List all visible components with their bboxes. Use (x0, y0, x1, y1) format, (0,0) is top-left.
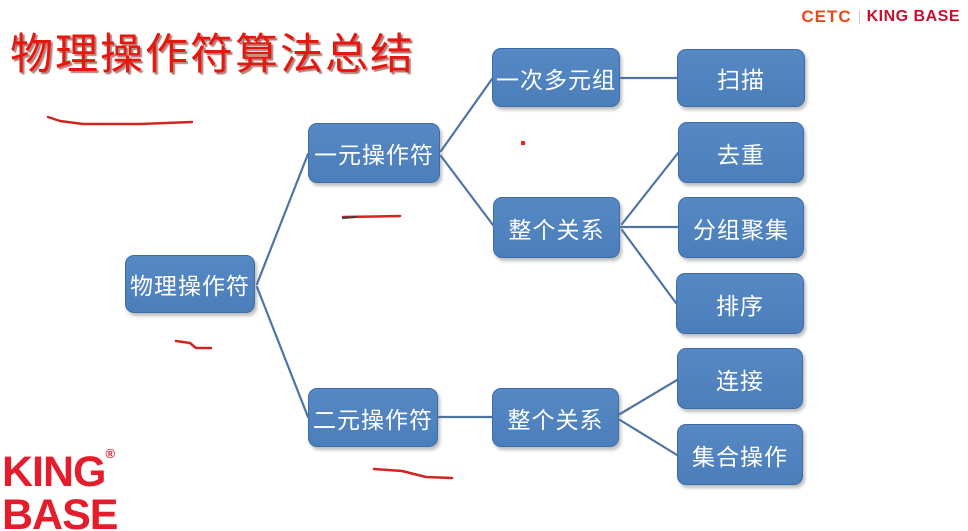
pen-underline-binary (372, 467, 454, 480)
node-label: 物理操作符 (130, 274, 250, 299)
pen-underline-title (46, 115, 194, 126)
connector-whole-relation-distinct (620, 151, 680, 226)
diagram-node-root: 物理操作符 (125, 255, 255, 313)
diagram-node-sort: 排序 (676, 273, 804, 334)
connector-root-binary (255, 285, 310, 419)
logo-divider (858, 10, 860, 24)
connector-unary-tuple (439, 77, 494, 153)
footer-logo-line2: BASE (2, 490, 118, 531)
connector-root-unary (255, 152, 310, 286)
node-label: 一次多元组 (496, 67, 616, 93)
pen-underline-unary-dark-tip (342, 216, 357, 219)
slide-title: 物理操作符算法总结 (10, 32, 415, 79)
diagram-node-binary-operator: 二元操作符 (308, 388, 438, 447)
footer-logo-line1: KING® (2, 446, 117, 496)
diagram-node-unary-operator: 一元操作符 (308, 123, 440, 183)
node-label: 扫描 (717, 68, 765, 93)
connector-whole-relation-set-operation (618, 418, 679, 457)
node-label: 集合操作 (692, 444, 788, 470)
pen-underline-unary (341, 214, 402, 219)
diagram-node-set-operation: 集合操作 (677, 424, 803, 485)
diagram-node-join: 连接 (677, 348, 803, 409)
kingbase-footer-logo: KING® BASE (2, 446, 118, 531)
node-label: 整个关系 (507, 407, 604, 433)
node-label: 二元操作符 (313, 407, 433, 433)
footer-logo-king-text: KING (2, 448, 106, 496)
diagram-node-tuple-at-a-time: 一次多元组 (492, 48, 620, 107)
node-label: 排序 (716, 293, 764, 319)
pen-tick-root (174, 339, 213, 350)
cetc-logo: CETC (801, 7, 852, 26)
diagram-node-distinct: 去重 (678, 122, 804, 183)
registered-trademark-icon: ® (105, 446, 116, 461)
node-label: 整个关系 (508, 217, 605, 243)
node-label: 分组聚集 (693, 217, 789, 243)
diagram-node-group-aggregate: 分组聚集 (678, 197, 804, 258)
node-label: 一元操作符 (314, 143, 434, 168)
node-label: 连接 (716, 368, 764, 394)
diagram-node-whole-relation-binary: 整个关系 (492, 388, 619, 447)
connector-whole-relation-join (618, 378, 679, 416)
header-logo: CETC KING BASE (801, 7, 960, 27)
pen-dot (521, 141, 525, 145)
connector-unary-whole-relation (439, 154, 495, 227)
diagram-node-whole-relation-unary: 整个关系 (493, 197, 620, 258)
kingbase-wordmark: KING BASE (866, 8, 960, 25)
connector-whole-relation-sort (620, 228, 678, 305)
diagram-node-scan: 扫描 (677, 49, 805, 107)
node-label: 去重 (717, 142, 765, 168)
